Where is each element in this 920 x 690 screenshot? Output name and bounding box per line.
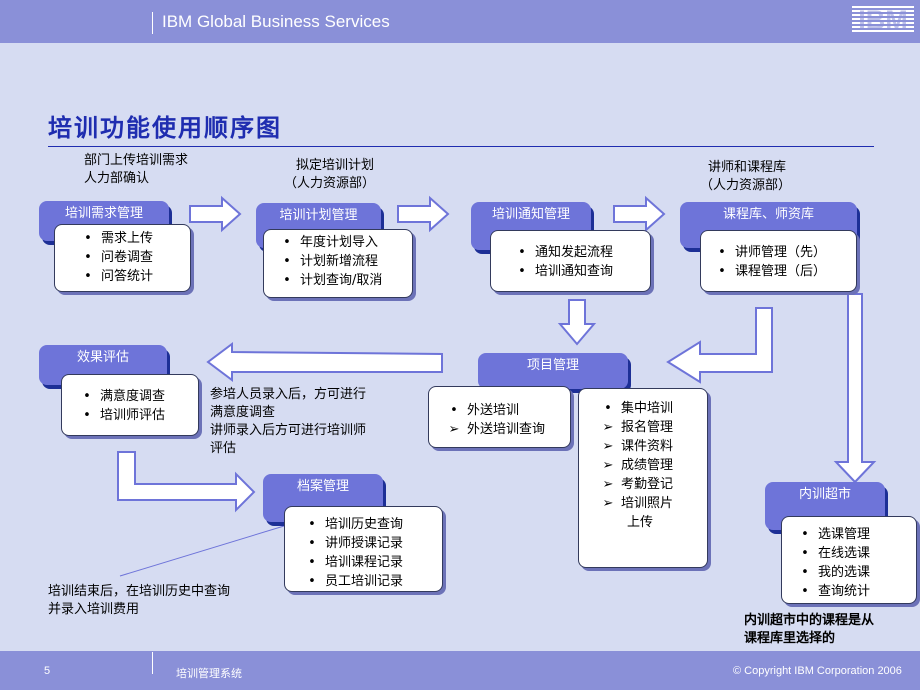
list-item: •培训师评估 (83, 408, 166, 423)
library-box-card: •讲师管理（先） •课程管理（后） (700, 230, 857, 292)
evaluation-box-card: •满意度调查 •培训师评估 (61, 374, 199, 436)
list-item: •年度计划导入 (283, 235, 379, 250)
ibm-logo: IBM (852, 5, 914, 34)
header-bar (0, 0, 920, 43)
evaluation-box-title: 效果评估 (76, 350, 129, 365)
footer-section: 培训管理系统 (176, 668, 242, 680)
title-underline (48, 146, 874, 147)
list-item: •培训课程记录 (308, 555, 404, 570)
note-archive-1: 培训结束后，在培训历史中查询 (48, 584, 231, 599)
note-market-1: 内训超市中的课程是从 (744, 613, 875, 628)
list-item: •课程管理（后） (718, 264, 827, 279)
header-title: IBM Global Business Services (162, 12, 390, 31)
market-box-card: •选课管理 •在线选课 •我的选课 •查询统计 (781, 516, 917, 604)
demand-box-card: •需求上传 •问卷调查 •问答统计 (54, 224, 191, 292)
arrow-plan-to-notice (397, 195, 450, 233)
note-archive-2: 并录入培训费用 (48, 602, 140, 617)
list-item: •培训历史查询 (308, 517, 404, 532)
note-market-2: 课程库里选择的 (744, 631, 836, 646)
list-item-continued: 上传 (627, 515, 654, 530)
arrow-demand-to-plan (189, 195, 242, 233)
list-item: •需求上传 (84, 231, 154, 246)
list-item: ➢考勤登记 (602, 477, 674, 492)
plan-box-card: •年度计划导入 •计划新增流程 •计划查询/取消 (263, 229, 413, 298)
list-item: •计划查询/取消 (283, 273, 383, 288)
list-item: •满意度调查 (83, 389, 166, 404)
arrow-notice-to-library (613, 195, 666, 233)
list-item: ➢报名管理 (602, 420, 674, 435)
library-box-title: 课程库、师资库 (722, 207, 814, 222)
arrow-library-to-project (666, 307, 773, 384)
list-item: ➢外送培训查询 (448, 422, 546, 437)
plan-box-title: 培训计划管理 (279, 208, 358, 223)
list-item: ➢成绩管理 (602, 458, 674, 473)
project-box-title: 项目管理 (526, 358, 579, 373)
page-title: 培训功能使用顺序图 (48, 114, 282, 142)
list-item: •计划新增流程 (283, 254, 379, 269)
note-eval-2: 满意度调查 (210, 405, 276, 420)
market-box-title: 内训超市 (798, 487, 851, 502)
archive-callout-line (119, 525, 285, 577)
note-library-1: 讲师和课程库 (708, 160, 787, 175)
list-item: •讲师授课记录 (308, 536, 404, 551)
note-eval-4: 评估 (210, 441, 237, 456)
project-external-card: •外送培训 ➢外送培训查询 (428, 386, 571, 448)
list-item: •在线选课 (801, 546, 871, 561)
note-demand-1: 部门上传培训需求 (84, 153, 189, 168)
list-item: •外送培训 (450, 403, 520, 418)
notice-box-title: 培训通知管理 (491, 207, 570, 222)
footer-divider (152, 652, 153, 674)
project-central-card: •集中培训 ➢报名管理 ➢课件资料 ➢成绩管理 ➢考勤登记 ➢培训照片 上传 (578, 388, 708, 568)
list-item: •讲师管理（先） (718, 245, 827, 260)
arrow-library-to-market (833, 293, 877, 484)
list-item: •员工培训记录 (308, 574, 404, 589)
list-item: ➢培训照片 (602, 496, 674, 511)
note-plan-1: 拟定培训计划 (296, 158, 375, 173)
note-demand-2: 人力部确认 (84, 171, 150, 186)
page-number: 5 (44, 665, 51, 677)
archive-box-title: 档案管理 (296, 479, 349, 494)
arrow-notice-to-project (557, 299, 597, 346)
list-item: •查询统计 (801, 584, 871, 599)
arrow-project-to-evaluation (206, 342, 443, 382)
note-plan-2: （人力资源部） (284, 176, 376, 191)
footer-bar (0, 651, 920, 690)
list-item: •集中培训 (604, 401, 674, 416)
note-library-2: （人力资源部） (700, 178, 792, 193)
note-eval-3: 讲师录入后方可进行培训师 (210, 423, 367, 438)
list-item: •问卷调查 (84, 250, 154, 265)
arrow-evaluation-to-archive (117, 451, 256, 513)
note-eval-1: 参培人员录入后，方可进行 (210, 387, 367, 402)
list-item: •选课管理 (801, 527, 871, 542)
list-item: •我的选课 (801, 565, 871, 580)
header-divider (152, 12, 153, 34)
demand-box-title: 培训需求管理 (64, 206, 143, 221)
list-item: •通知发起流程 (518, 245, 614, 260)
svg-text:IBM: IBM (858, 5, 908, 34)
list-item: •培训通知查询 (518, 264, 614, 279)
notice-box-card: •通知发起流程 •培训通知查询 (490, 230, 651, 292)
list-item: •问答统计 (84, 269, 154, 284)
project-box-header: 项目管理 (478, 353, 628, 389)
footer-copyright: © Copyright IBM Corporation 2006 (733, 665, 902, 677)
list-item: ➢课件资料 (602, 439, 674, 454)
archive-box-card: •培训历史查询 •讲师授课记录 •培训课程记录 •员工培训记录 (284, 506, 443, 592)
